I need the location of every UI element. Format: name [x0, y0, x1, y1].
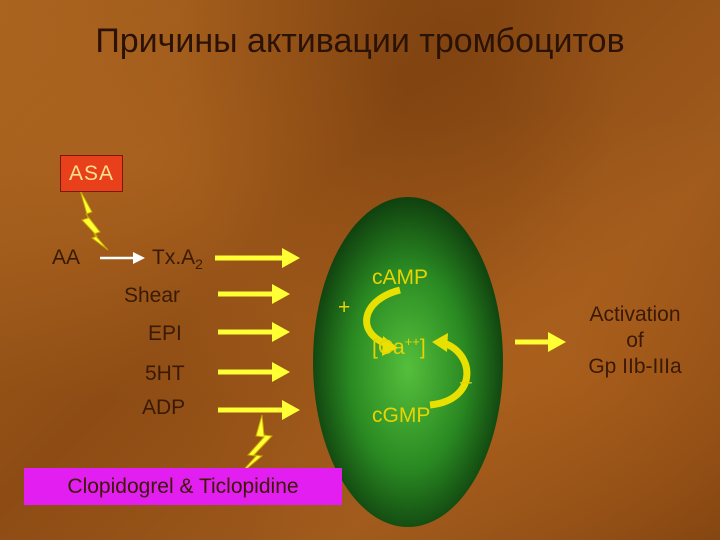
platelet-oval: [313, 197, 503, 527]
asa-lightning-icon: [79, 189, 109, 251]
cgmp-label: cGMP: [372, 404, 431, 427]
activation-line-3: Gp IIb-IIIa: [588, 355, 682, 378]
activation-label: Activation of Gp IIb-IIIa: [565, 302, 705, 380]
txa2-label: Tx.A2: [152, 246, 203, 272]
calcium-label: [Ca++]: [372, 334, 426, 360]
adp-label: ADP: [142, 396, 186, 419]
clopidogrel-lightning-icon: [237, 414, 274, 477]
activation-line-1: Activation: [589, 303, 681, 326]
clopidogrel-label: Clopidogrel & Ticlopidine: [67, 474, 299, 498]
5ht-label: 5HT: [145, 362, 185, 385]
camp-label: cAMP: [372, 266, 429, 289]
camp-curve-arrow: [363, 286, 401, 349]
asa-label: ASA: [68, 161, 115, 185]
minus-sign: –: [460, 370, 472, 393]
txa2-text: Tx.A: [152, 246, 196, 269]
shear-label: Shear: [124, 284, 181, 307]
slide-title: Причины активации тромбоцитов: [95, 22, 625, 60]
aa-label: AA: [52, 246, 81, 269]
calcium-bracket: ]: [419, 336, 426, 359]
asa-badge: ASA: [60, 155, 123, 192]
cgmp-curve-arrow: [429, 338, 471, 409]
activation-line-2: of: [626, 329, 644, 352]
plus-sign: +: [338, 296, 351, 319]
txa2-subscript: 2: [195, 256, 203, 273]
clopidogrel-badge: Clopidogrel & Ticlopidine: [24, 468, 342, 505]
epi-label: EPI: [148, 322, 182, 345]
calcium-text: [Ca: [372, 336, 405, 359]
calcium-superscript: ++: [404, 334, 420, 349]
